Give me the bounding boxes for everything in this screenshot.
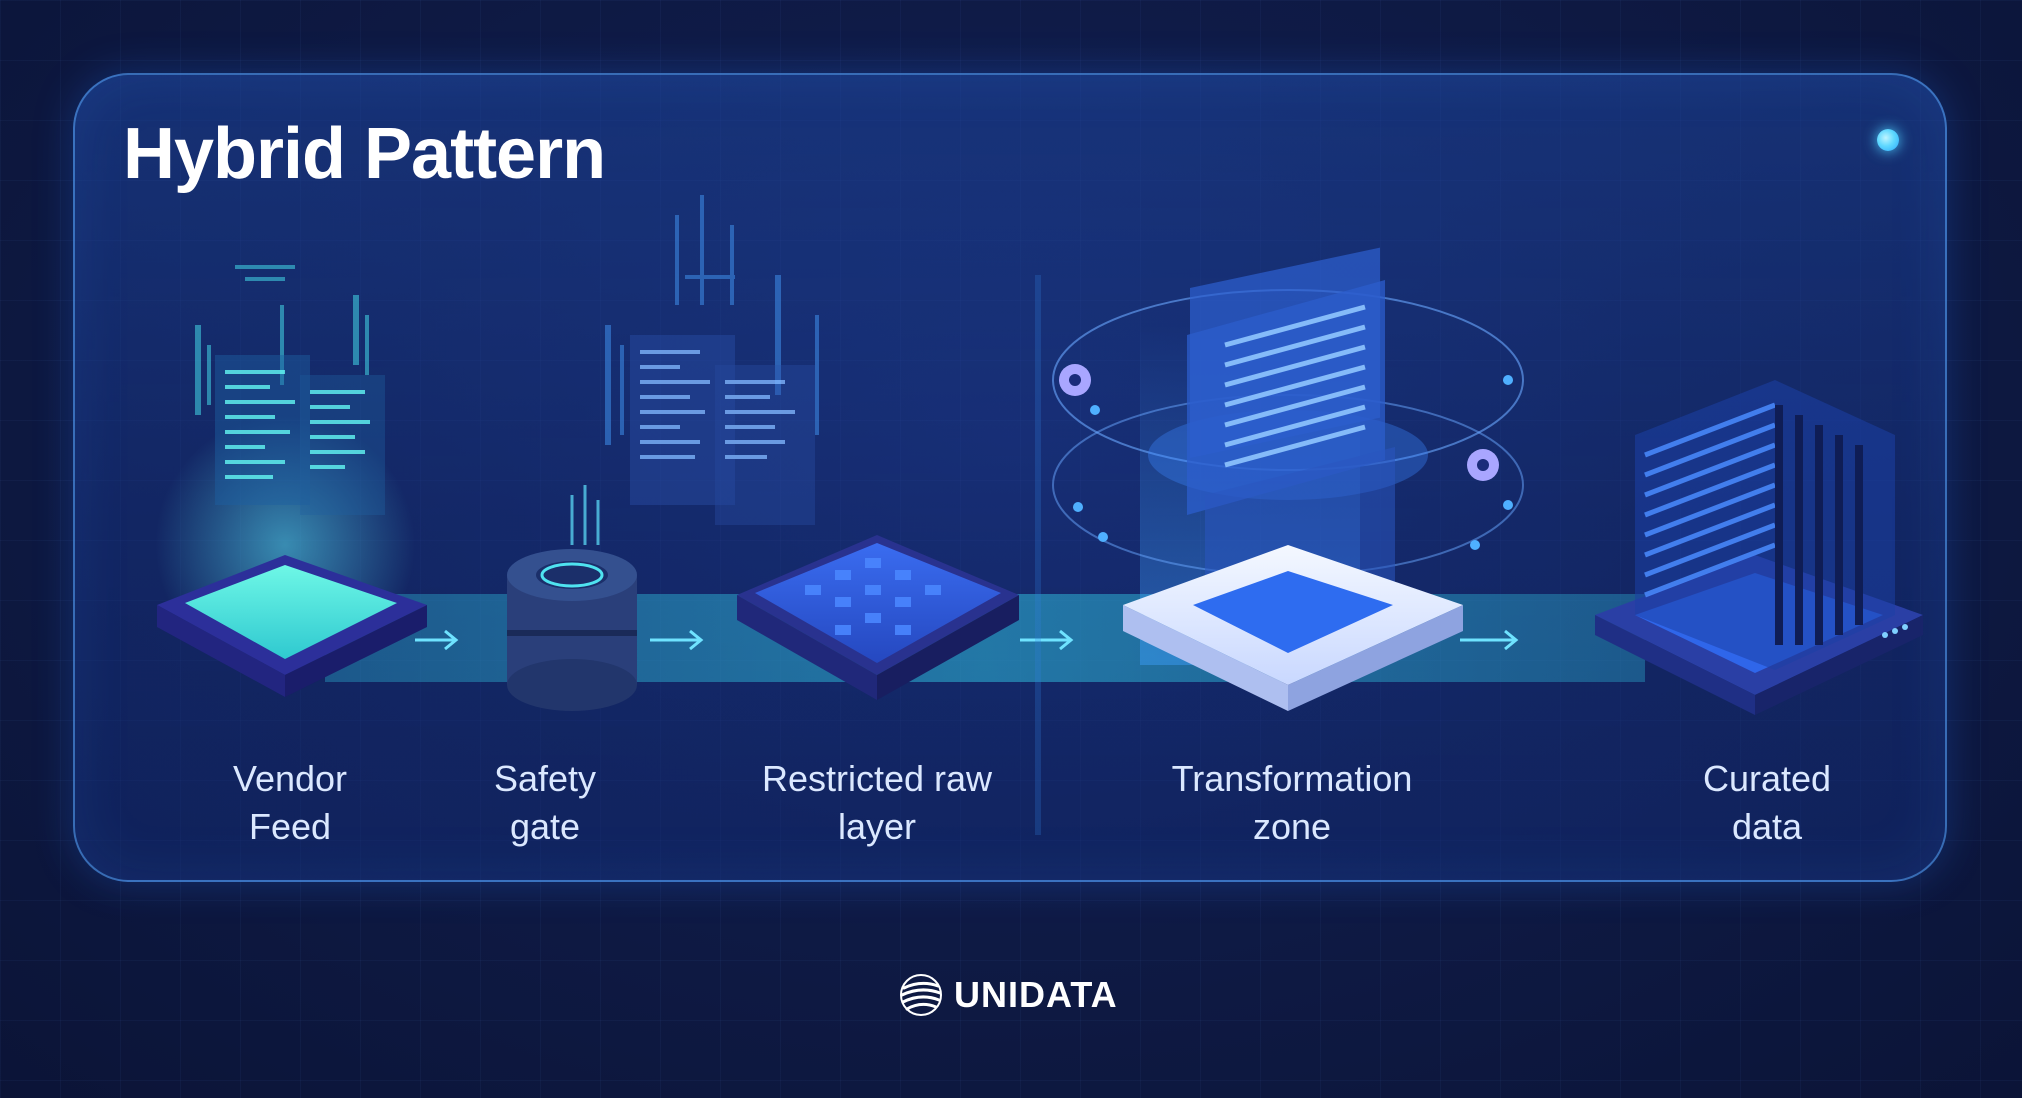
gear-icon: [1059, 364, 1499, 481]
stacked-server-icon: [1595, 380, 1923, 715]
stage-label-safety-gate: Safety gate: [493, 758, 597, 847]
pattern-card: Hybrid Pattern: [73, 73, 1947, 882]
stage-label-restricted-raw-layer: Restricted raw layer: [761, 758, 993, 847]
grid-platform-icon: [605, 195, 1019, 700]
stage-label-curated-data: Curated data: [1702, 758, 1832, 847]
ring-cylinder-gate-icon: [507, 485, 637, 711]
page-title: Hybrid Pattern: [123, 114, 606, 194]
globe-stripes-icon: [900, 974, 942, 1016]
stage-label-transformation-zone: Transformation zone: [1171, 758, 1413, 847]
brand-name: UNIDATA: [954, 974, 1118, 1015]
transform-panels-icon: [1035, 247, 1524, 835]
stage-label-vendor-feed: Vendor Feed: [232, 758, 348, 847]
flow-arrows: [415, 629, 1519, 651]
brand-logo: UNIDATA: [898, 972, 1118, 1018]
data-source-platform-icon: [155, 265, 427, 697]
pipeline-diagram: [155, 195, 1923, 835]
status-indicator-dot: [1877, 129, 1899, 151]
server-stack: [1635, 380, 1895, 670]
